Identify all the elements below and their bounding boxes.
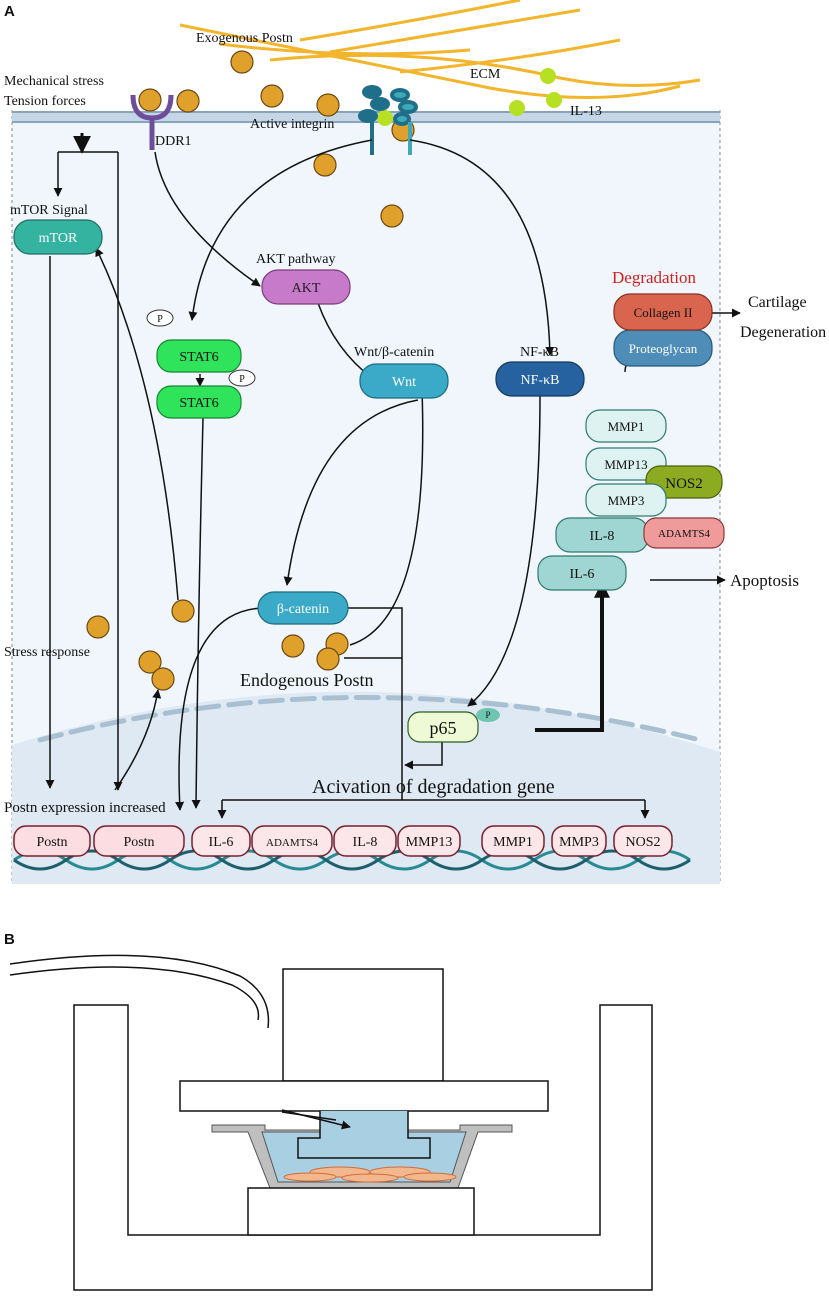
wnt-node xyxy=(359,363,449,399)
apoptosis-label: Apoptosis xyxy=(730,571,799,590)
gene-label-2: IL-6 xyxy=(209,835,234,850)
proteoglycan-node-label: Proteoglycan xyxy=(629,341,698,356)
endogenous-postn-label: Endogenous Postn xyxy=(240,670,374,690)
gene-label-7: MMP3 xyxy=(559,835,599,850)
nfkb-pathway-label: NF-κB xyxy=(520,345,559,360)
mtor-signal-label: mTOR Signal xyxy=(10,203,88,218)
phospho-badge xyxy=(146,309,174,327)
mmp3-node-label: MMP3 xyxy=(608,493,645,508)
gene-label-0: Postn xyxy=(36,835,67,850)
gene-label-5: MMP13 xyxy=(406,835,453,850)
gene-box-7: MMP3 xyxy=(551,825,607,857)
mmp13-node xyxy=(585,447,667,481)
nos2-node xyxy=(645,465,723,499)
mtor-node xyxy=(13,219,103,255)
stat6-node-label: STAT6 xyxy=(179,350,218,365)
cartilage-label: Cartilage xyxy=(748,294,807,311)
il6-node-label: IL-6 xyxy=(570,567,595,582)
akt-node-label: AKT xyxy=(292,281,321,296)
collagen-node-label: Collagen II xyxy=(634,305,693,320)
panel-b-label: B xyxy=(4,931,15,948)
nfkb-node xyxy=(495,361,585,397)
compression-device xyxy=(9,954,653,1291)
stat6-phospho-badge-label: P xyxy=(239,374,245,385)
phospho-badge-label: P xyxy=(157,314,163,325)
gene-label-8: NOS2 xyxy=(625,835,660,850)
bcatenin-node xyxy=(257,591,349,625)
mechanical-stress-label: Mechanical stress xyxy=(4,74,104,89)
mmp1-node-label: MMP1 xyxy=(608,419,645,434)
gene-boxes: Postn Postn IL-6 ADAMTS4 IL-8 MMP13 MMP1 MMP3 NO… xyxy=(13,825,673,857)
gene-box-8: NOS2 xyxy=(613,825,673,857)
active-integrin-label: Active integrin xyxy=(250,117,334,132)
gene-box-5: MMP13 xyxy=(397,825,461,857)
gene-box-0: Postn xyxy=(13,825,91,857)
integrin-receptor xyxy=(358,85,418,155)
gene-box-1: Postn xyxy=(93,825,185,857)
mmp1-node xyxy=(585,409,667,443)
il6-node xyxy=(537,555,627,591)
il13-dots xyxy=(377,68,562,126)
stat6-node xyxy=(156,339,242,373)
il8-node-label: IL-8 xyxy=(590,529,615,544)
postn-dots xyxy=(86,50,415,691)
postn-increased-label: Postn expression increased xyxy=(4,800,166,816)
il13-label: IL-13 xyxy=(570,104,602,119)
exogenous-postn-label: Exogenous Postn xyxy=(196,31,293,46)
ddr1-label: DDR1 xyxy=(155,134,192,149)
ecm-fibers xyxy=(179,0,701,99)
adamts4-node-label: ADAMTS4 xyxy=(658,528,710,540)
collagen-node xyxy=(613,293,713,331)
gene-label-4: IL-8 xyxy=(353,835,378,850)
p65-phospho-badge-label: P xyxy=(485,710,490,720)
wnt-pathway-label: Wnt/β-catenin xyxy=(354,345,434,360)
ecm-label: ECM xyxy=(470,67,501,82)
degradation-label: Degradation xyxy=(612,268,697,287)
p65-phospho-badge xyxy=(476,708,500,722)
gene-label-6: MMP1 xyxy=(493,835,533,850)
bcatenin-node-label: β-catenin xyxy=(277,602,329,617)
tension-forces-label: Tension forces xyxy=(4,94,86,109)
gene-box-4: IL-8 xyxy=(333,825,397,857)
stat6-phospho-badge xyxy=(228,369,256,387)
plunger xyxy=(281,1109,431,1159)
gene-box-2: IL-6 xyxy=(191,825,251,857)
akt-node xyxy=(261,269,351,305)
p65-node xyxy=(407,711,479,743)
stat6-p-node xyxy=(156,385,242,419)
adamts4-node xyxy=(643,517,725,549)
mmp3-node xyxy=(585,483,667,517)
gene-box-6: MMP1 xyxy=(481,825,545,857)
nuclear-envelope xyxy=(37,695,703,743)
activation-label: Acivation of degradation gene xyxy=(312,776,555,798)
panel-a-label: A xyxy=(4,3,15,20)
mmp13-node-label: MMP13 xyxy=(604,457,647,472)
mtor-node-label: mTOR xyxy=(39,231,78,246)
stat6-p-node-label: STAT6 xyxy=(179,396,218,411)
wnt-node-label: Wnt xyxy=(392,375,416,390)
base-platform xyxy=(247,1187,475,1236)
gene-label-1: Postn xyxy=(123,835,154,850)
nos2-node-label: NOS2 xyxy=(665,476,703,492)
ddr1-receptor xyxy=(130,94,174,150)
nfkb-node-label: NF-κB xyxy=(521,373,560,388)
gene-label-3: ADAMTS4 xyxy=(266,837,318,849)
p65-node-label: p65 xyxy=(430,718,457,738)
akt-pathway-label: AKT pathway xyxy=(256,252,335,267)
gene-box-3: ADAMTS4 xyxy=(251,825,333,857)
stress-response-label: Stress response xyxy=(4,645,90,660)
degeneration-label: Degeneration xyxy=(740,324,826,341)
